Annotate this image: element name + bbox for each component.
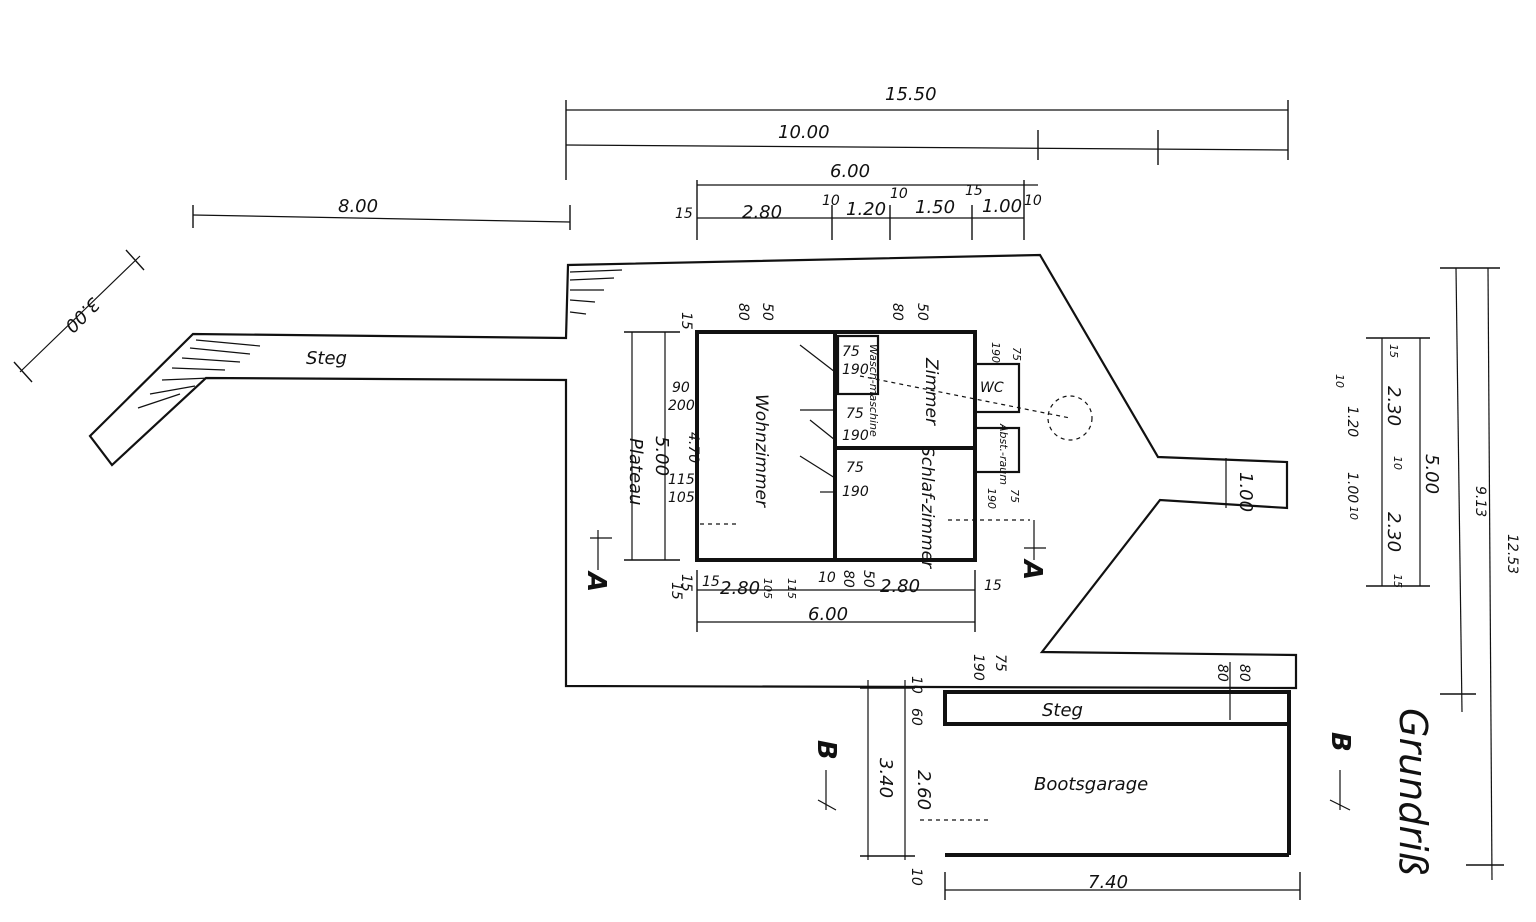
tree-symbol [1047, 395, 1093, 441]
drawing-title: Grundriß [1391, 708, 1435, 875]
dim-door190c: 190 [842, 484, 869, 500]
dim-t280: 2.80 [742, 202, 782, 223]
dim-t10c: 10 [1024, 193, 1042, 209]
dim-g80a: 80 [1214, 664, 1230, 682]
dim-r15b: 15 [1391, 574, 1404, 588]
dim-r1253: 12.53 [1504, 534, 1520, 574]
dim-t150: 1.50 [915, 197, 955, 218]
label-wc: WC [980, 380, 1004, 396]
dim-r120: 1.20 [1344, 406, 1360, 437]
dim-g10b: 10 [908, 868, 924, 886]
dim-b80: 80 [840, 570, 856, 588]
top-dimensions: 15.50 10.00 6.00 8.00 15 2.80 10 1.20 10… [192, 84, 1289, 240]
dim-t15b: 15 [965, 183, 983, 199]
dim-g740: 7.40 [1088, 872, 1128, 893]
dim-b280b: 2.80 [880, 576, 920, 597]
dim-door190b: 190 [842, 428, 869, 444]
house [695, 330, 1030, 562]
dim-t10a: 10 [822, 193, 840, 209]
dim-r10c: 10 [1347, 506, 1360, 520]
label-waschmaschine: Wasch-maschine [867, 344, 880, 437]
section-mark-b-left: B [811, 740, 841, 760]
dim-door75a: 75 [842, 344, 860, 360]
steg-width-dimension: 3.00 [13, 249, 145, 383]
dim-t100: 1.00 [982, 196, 1022, 217]
dim-g80b: 80 [1236, 664, 1252, 682]
room-labels: Steg Steg Plateau Bootsgarage Wohnzimmer… [306, 344, 1148, 795]
label-plateau: Plateau [625, 438, 646, 505]
dim-w115: 115 [668, 472, 695, 488]
dim-t10b: 10 [890, 186, 908, 202]
label-zimmer: Zimmer [921, 357, 941, 426]
dim-top-total: 15.50 [885, 84, 937, 105]
dim-door190a: 190 [842, 362, 869, 378]
site-outline [88, 253, 1298, 690]
label-schlafzimmer: Schlaf-zimmer [917, 446, 937, 569]
dim-b280a: 2.80 [720, 578, 760, 599]
dim-g10a: 10 [908, 676, 924, 694]
dim-t120: 1.20 [846, 199, 886, 220]
dim-b15a: 15 [668, 582, 684, 600]
plateau-hatching [569, 269, 623, 315]
dim-top-6: 6.00 [830, 161, 870, 182]
dim-w200: 200 [668, 398, 695, 414]
dim-b115: 115 [785, 578, 798, 599]
dim-ramp-100: 1.00 [1235, 472, 1256, 512]
dim-r10b: 10 [1391, 456, 1404, 470]
dim-b105: 105 [761, 578, 774, 599]
label-wohnzimmer: Wohnzimmer [751, 394, 771, 508]
steg-hatching [137, 339, 261, 409]
dim-door190e: 190 [985, 488, 998, 509]
section-mark-b-right: B [1325, 732, 1355, 752]
dim-r10a: 10 [1333, 374, 1346, 388]
dim-door75d: 75 [1010, 347, 1023, 361]
dim-d50a: 50 [759, 303, 775, 321]
right-dimensions: 5.00 2.30 1.20 1.00 2.30 10 10 10 15 15 … [1235, 267, 1520, 881]
dim-left-15: 15 [678, 312, 694, 330]
dim-d50b: 50 [914, 303, 930, 321]
dim-left-470: 4.70 [685, 432, 701, 463]
dim-door75e: 75 [1008, 489, 1021, 503]
dim-steg-8: 8.00 [338, 196, 378, 217]
dim-t15: 15 [675, 206, 693, 222]
dim-door190d: 190 [989, 342, 1002, 363]
section-mark-a-right: A [1017, 558, 1047, 580]
dim-d80a: 80 [735, 303, 751, 321]
label-abstellraum: Abst.-raum [997, 423, 1010, 485]
dim-b10: 10 [818, 570, 836, 586]
dim-left-500: 5.00 [651, 436, 672, 476]
label-steg-top: Steg [306, 348, 347, 369]
label-steg-bottom: Steg [1042, 700, 1083, 721]
section-mark-a-left: A [581, 570, 611, 592]
dim-r100: 1.00 [1344, 472, 1360, 503]
dim-r230b: 2.30 [1383, 512, 1404, 552]
dim-door190f: 190 [970, 654, 986, 681]
dim-left-15b: 15 [678, 574, 694, 592]
dim-b15c: 15 [984, 578, 1002, 594]
dim-steg-3: 3.00 [60, 293, 103, 336]
label-bootsgarage: Bootsgarage [1034, 774, 1148, 795]
dim-r15a: 15 [1387, 344, 1400, 358]
dim-g340: 3.40 [875, 758, 896, 798]
section-marks: A A B B [581, 520, 1355, 811]
dim-g60: 60 [908, 708, 924, 726]
dim-bottom-6: 6.00 [808, 604, 848, 625]
dim-door75b: 75 [846, 406, 864, 422]
dim-top-10: 10.00 [778, 122, 830, 143]
dim-g260: 2.60 [913, 770, 934, 810]
dim-door75c: 75 [846, 460, 864, 476]
house-dimensions: 5.00 4.70 15 15 90 200 115 105 80 50 80 … [624, 303, 1023, 632]
dim-b50: 50 [860, 570, 876, 588]
boat-garage [920, 662, 1291, 857]
dim-r500: 5.00 [1421, 454, 1442, 494]
dim-d80b: 80 [889, 303, 905, 321]
dim-b15b: 15 [702, 574, 720, 590]
dim-w90: 90 [672, 380, 690, 396]
dim-door75f: 75 [992, 654, 1008, 672]
dim-w105: 105 [668, 490, 695, 506]
dim-r913: 9.13 [1472, 486, 1488, 517]
garage-dimensions: 7.40 3.40 2.60 60 10 10 80 80 75 190 [860, 654, 1301, 900]
dim-r230a: 2.30 [1383, 386, 1404, 426]
